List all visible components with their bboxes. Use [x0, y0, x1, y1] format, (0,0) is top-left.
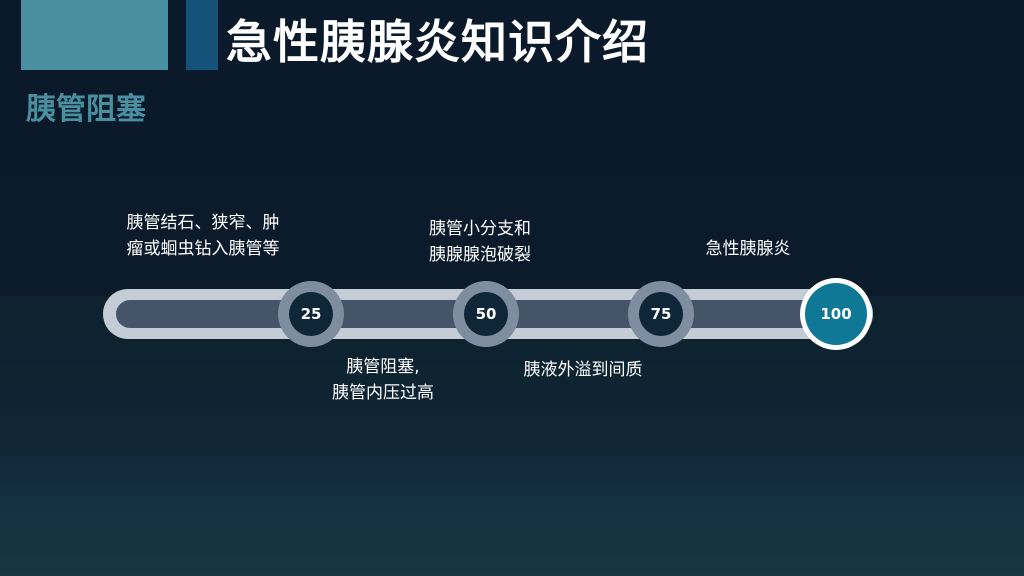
- timeline-node-25: 25: [278, 281, 344, 347]
- timeline-bottom-label-1: 胰管阻塞, 胰管内压过高: [318, 354, 448, 406]
- timeline-node-50: 50: [453, 281, 519, 347]
- label-line: 胰腺腺泡破裂: [429, 245, 531, 265]
- section-title: 胰管阻塞: [26, 92, 146, 127]
- label-line: 胰管结石、狭窄、肿: [126, 213, 280, 233]
- timeline-node-value: 75: [639, 292, 683, 336]
- label-line: 胰管阻塞,: [346, 357, 420, 377]
- background-band: [0, 456, 1024, 496]
- decorative-square: [21, 0, 168, 70]
- decorative-bar: [186, 0, 218, 70]
- timeline-node-value: 25: [289, 292, 333, 336]
- label-line: 胰管小分支和: [429, 219, 531, 239]
- timeline-top-label-2: 胰管小分支和 胰腺腺泡破裂: [410, 216, 550, 268]
- page-title: 急性胰腺炎知识介绍: [226, 15, 649, 69]
- label-line: 胰液外溢到间质: [523, 360, 643, 380]
- timeline-node-100: 100: [800, 278, 872, 350]
- label-line: 瘤或蛔虫钻入胰管等: [126, 239, 280, 259]
- background-band: [0, 496, 1024, 576]
- timeline-bottom-label-2: 胰液外溢到间质: [508, 357, 658, 383]
- timeline-node-value: 100: [805, 283, 867, 345]
- label-line: 急性胰腺炎: [705, 239, 791, 259]
- timeline-node-75: 75: [628, 281, 694, 347]
- timeline-node-value: 50: [464, 292, 508, 336]
- label-line: 胰管内压过高: [332, 383, 434, 403]
- timeline-top-label-3: 急性胰腺炎: [690, 236, 806, 262]
- timeline-top-label-1: 胰管结石、狭窄、肿 瘤或蛔虫钻入胰管等: [118, 210, 288, 262]
